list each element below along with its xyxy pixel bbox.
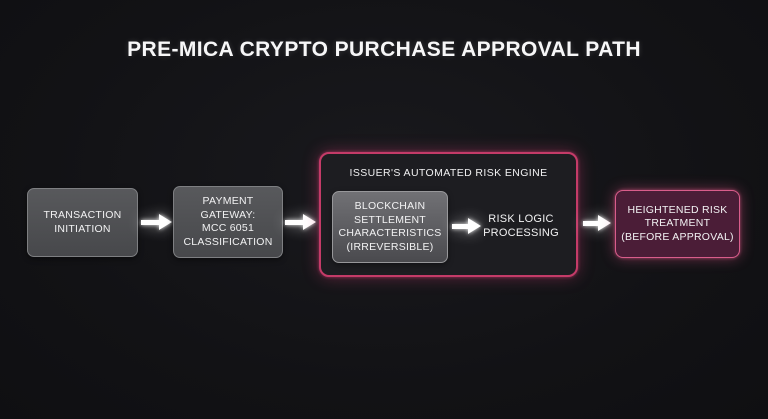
page-title: PRE-MICA CRYPTO PURCHASE APPROVAL PATH [127,38,641,61]
risk-engine-title: ISSUER'S AUTOMATED RISK ENGINE [349,167,548,179]
arrow-head-icon [468,218,481,234]
blockchain-settlement-box: BLOCKCHAIN SETTLEMENT CHARACTERISTICS (I… [332,191,448,263]
risk-engine-container: ISSUER'S AUTOMATED RISK ENGINE BLOCKCHAI… [319,152,578,277]
arrow-shaft [141,219,159,225]
flow-arrow-4 [583,215,611,231]
transaction-initiation-box: TRANSACTION INITIATION [27,188,138,257]
risk-logic-processing-label: RISK LOGIC PROCESSING [483,213,559,239]
flow-arrow-1 [141,214,172,230]
flow-arrow-2 [285,214,316,230]
arrow-head-icon [303,214,316,230]
heightened-risk-treatment-box: HEIGHTENED RISK TREATMENT (BEFORE APPROV… [615,190,740,258]
arrow-head-icon [159,214,172,230]
arrow-shaft [583,220,598,226]
arrow-head-icon [598,215,611,231]
flow-arrow-3 [452,218,481,234]
arrow-shaft [285,219,303,225]
payment-gateway-box: PAYMENT GATEWAY: MCC 6051 CLASSIFICATION [173,186,283,258]
arrow-shaft [452,223,468,229]
